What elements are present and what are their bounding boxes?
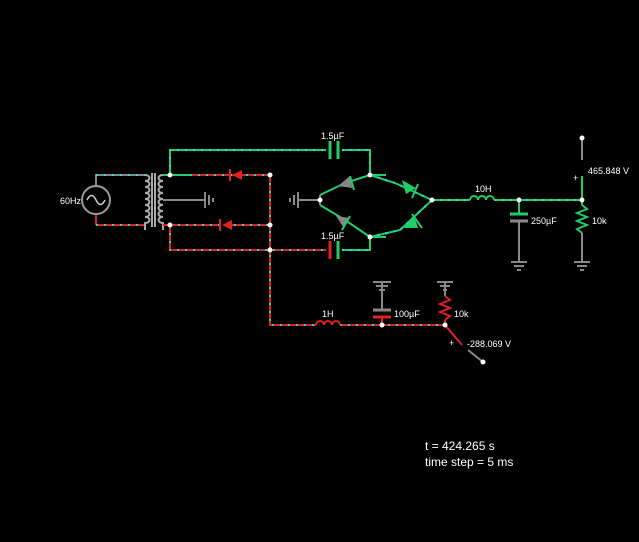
- diode-neg-bottom[interactable]: [219, 219, 232, 231]
- diode-bridge-right-top[interactable]: [402, 180, 419, 199]
- capacitor-filter[interactable]: [510, 200, 528, 271]
- capacitor-top[interactable]: [328, 141, 340, 159]
- capacitor-filter-label: 250µF: [531, 216, 557, 226]
- capacitor-neg-filter[interactable]: [373, 281, 391, 325]
- time-step-readout: time step = 5 ms: [425, 455, 514, 469]
- transformer[interactable]: [144, 173, 164, 230]
- voltmeter-neg[interactable]: [444, 324, 486, 365]
- inductor-neg-label: 1H: [322, 309, 334, 319]
- center-tap-ground[interactable]: [163, 192, 214, 208]
- inductor-pos[interactable]: [469, 195, 495, 201]
- voltmeter-neg-reading: -288.069 V: [467, 339, 511, 349]
- bridge-ground[interactable]: [289, 192, 321, 208]
- voltmeter-pos-sign: +: [573, 173, 578, 183]
- capacitor-bottom[interactable]: [328, 241, 340, 259]
- voltmeter-pos-reading: 465.848 V: [588, 166, 629, 176]
- capacitor-neg-filter-label: 100µF: [394, 309, 420, 319]
- capacitor-top-label: 1.5µF: [321, 131, 345, 141]
- ac-source[interactable]: [81, 176, 111, 225]
- capacitor-bottom-label: 1.5µF: [321, 231, 345, 241]
- diode-bridge-left-top[interactable]: [338, 175, 355, 191]
- diode-bridge-left-bottom[interactable]: [336, 215, 351, 231]
- diode-bridge-right-bottom[interactable]: [404, 213, 423, 229]
- source-wires: [95, 174, 145, 226]
- diode-neg-top[interactable]: [229, 169, 242, 181]
- inductor-pos-label: 10H: [475, 184, 492, 194]
- positive-wires: [163, 149, 583, 251]
- junction-nodes: [167, 172, 585, 328]
- resistor-pos-load-label: 10k: [592, 216, 607, 226]
- resistor-pos-load[interactable]: [574, 200, 590, 271]
- resistor-neg-load-label: 10k: [454, 309, 469, 319]
- time-readout: t = 424.265 s: [425, 439, 495, 453]
- resistor-neg-load[interactable]: [437, 281, 453, 325]
- voltmeter-neg-sign: +: [449, 338, 454, 348]
- source-frequency-label: 60Hz: [60, 196, 82, 206]
- voltmeter-pos[interactable]: [579, 135, 585, 161]
- inductor-neg[interactable]: [315, 320, 341, 326]
